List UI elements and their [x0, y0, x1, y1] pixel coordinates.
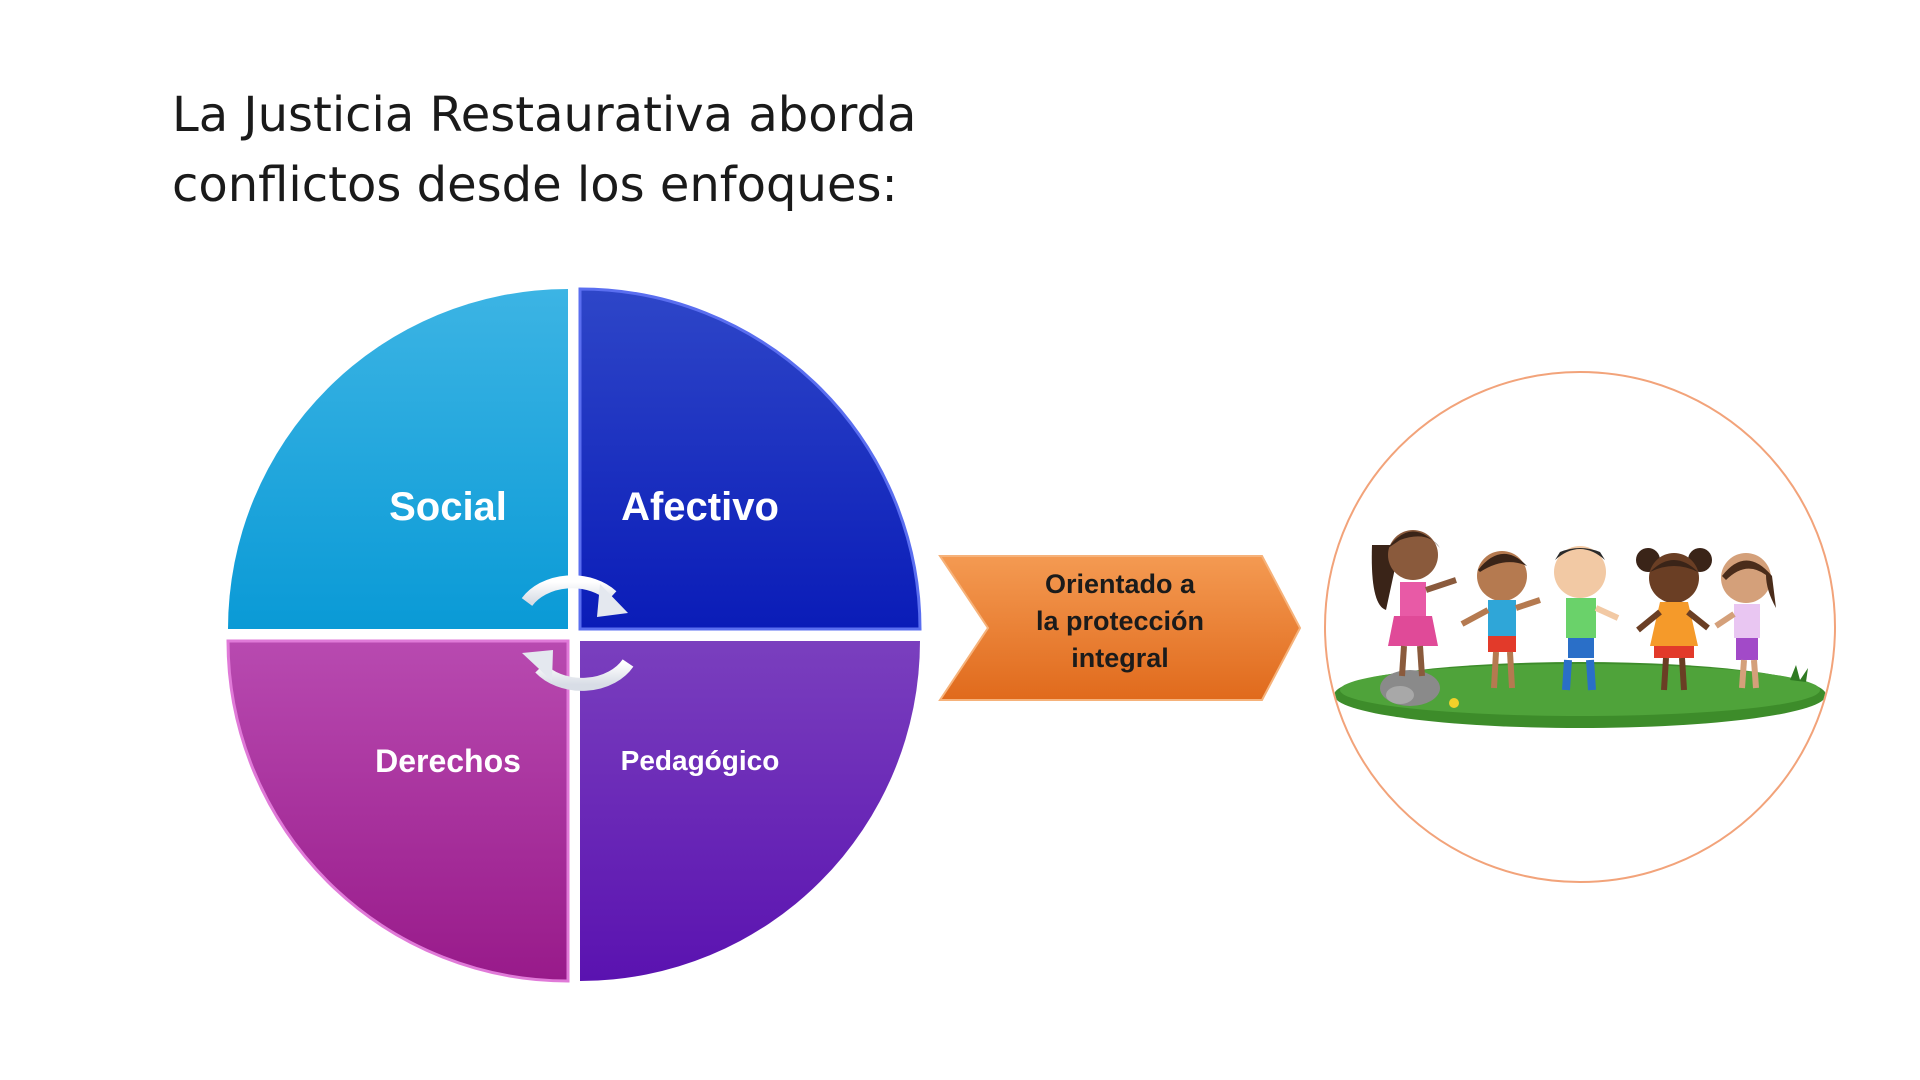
- child-figure: [1460, 551, 1541, 689]
- title-line-1: La Justicia Restaurativa aborda: [172, 87, 917, 143]
- child-figure: [1714, 553, 1776, 689]
- quadrant-pedagogico: Pedagógico: [580, 641, 920, 981]
- quadrant-afectivo: Afectivo: [578, 287, 922, 631]
- child-figure: [1636, 548, 1712, 691]
- quadrant-derechos-label: Derechos: [375, 743, 521, 779]
- quadrant-afectivo-label: Afectivo: [621, 485, 779, 529]
- arrow-text-line-3: integral: [1071, 643, 1169, 673]
- arrow-text-line-2: la protección: [1036, 606, 1204, 636]
- circular-arrows-icon: [521, 575, 634, 691]
- quadrant-social-label: Social: [389, 485, 507, 529]
- slide-title: La Justicia Restaurativa aborda conflict…: [172, 80, 1072, 220]
- arrow-text-line-1: Orientado a: [1045, 569, 1196, 599]
- orientation-arrow: Orientado a la protección integral: [938, 555, 1302, 701]
- quadrant-derechos: Derechos: [226, 639, 570, 983]
- children-playing-illustration: [1324, 371, 1836, 883]
- quadrant-pedagogico-label: Pedagógico: [621, 745, 780, 776]
- quadrant-social: Social: [228, 289, 568, 629]
- child-figure: [1371, 530, 1457, 677]
- title-line-2: conflictos desde los enfoques:: [172, 157, 898, 213]
- child-figure: [1554, 546, 1620, 691]
